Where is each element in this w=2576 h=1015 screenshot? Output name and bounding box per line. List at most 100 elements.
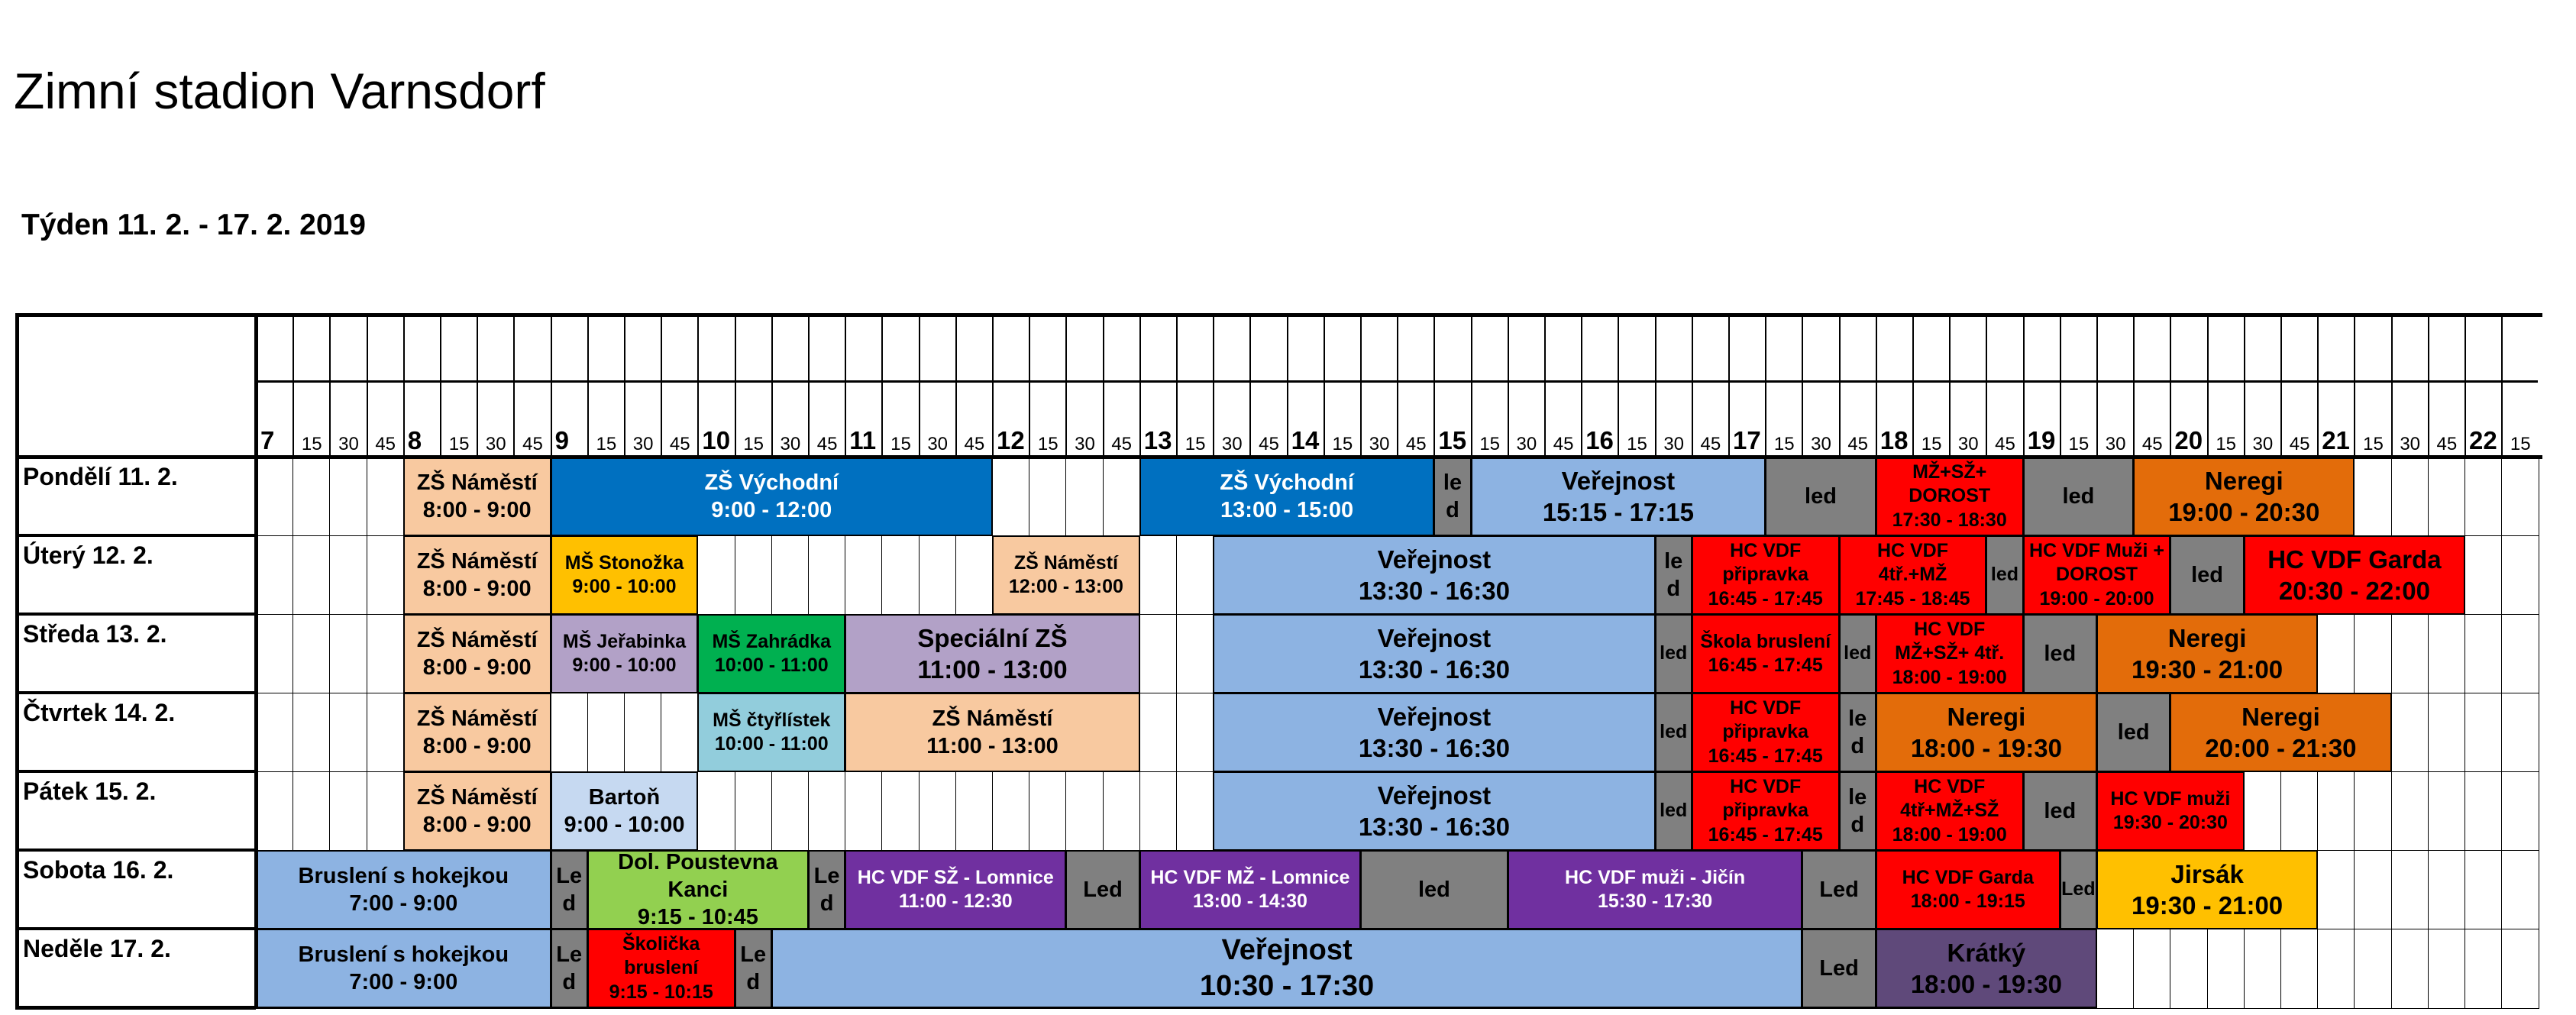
- hour-tick: 13: [1139, 380, 1176, 457]
- minute-tick: 30: [771, 380, 808, 457]
- booking-block[interactable]: led: [1986, 535, 2024, 615]
- booking-line: 19:30 - 21:00: [2132, 891, 2283, 920]
- minute-tick: 45: [2427, 380, 2464, 457]
- booking-line: d: [562, 891, 577, 916]
- header-blank-cell: [1397, 313, 1434, 380]
- booking-block[interactable]: led: [1360, 850, 1508, 929]
- booking-line: le: [1664, 548, 1683, 574]
- day-row-rule: [15, 771, 256, 773]
- minute-tick: 45: [2280, 380, 2318, 457]
- booking-block[interactable]: led: [1765, 457, 1876, 536]
- empty-slot: [2390, 850, 2429, 930]
- minute-tick: 15: [1618, 380, 1655, 457]
- day-label: Pondělí 11. 2.: [15, 457, 256, 535]
- booking-block[interactable]: led: [2096, 693, 2171, 772]
- booking-block[interactable]: led: [1654, 614, 1692, 693]
- header-blank-cell: [1544, 313, 1582, 380]
- empty-slot: [2317, 850, 2356, 930]
- booking-block[interactable]: Led: [1065, 850, 1140, 929]
- empty-slot: [1029, 457, 1068, 537]
- booking-block[interactable]: led: [1838, 614, 1876, 693]
- empty-slot: [808, 535, 847, 616]
- header-blank-cell: [1029, 313, 1066, 380]
- minute-tick: 30: [2096, 380, 2134, 457]
- empty-slot: [2354, 614, 2393, 694]
- booking-block[interactable]: led: [2022, 457, 2135, 536]
- booking-block[interactable]: led: [1654, 693, 1692, 772]
- empty-slot: [2427, 457, 2466, 537]
- booking-block[interactable]: led: [2022, 771, 2097, 851]
- booking-block[interactable]: led: [1654, 771, 1692, 851]
- header-blank-cell: [329, 313, 367, 380]
- minute-tick: 30: [1949, 380, 1986, 457]
- booking-block[interactable]: Led: [1802, 929, 1876, 1008]
- booking-line: Speciální ZŠ: [917, 623, 1068, 652]
- booking-line: ZŠ Náměstí: [416, 706, 538, 731]
- booking-line: led: [2062, 483, 2095, 509]
- booking-block[interactable]: Led: [2059, 850, 2097, 929]
- header-blank-cell: [1286, 313, 1324, 380]
- booking-line: Led: [1819, 955, 1859, 981]
- booking-block[interactable]: Led: [1802, 850, 1876, 929]
- booking-block[interactable]: led: [2022, 614, 2097, 693]
- header-blank-cell: [1360, 313, 1398, 380]
- booking-block[interactable]: led: [2170, 535, 2245, 615]
- minute-tick: 15: [293, 380, 330, 457]
- empty-slot: [918, 771, 957, 852]
